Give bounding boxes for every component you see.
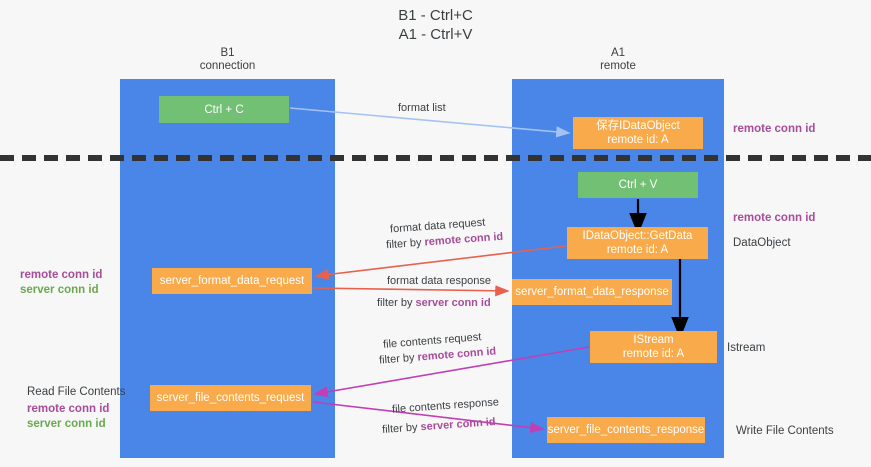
annotation-left-remote-conn-id-2: remote conn id <box>27 403 110 415</box>
filter-prefix: filter by <box>378 351 419 367</box>
diagram-title: B1 - Ctrl+C A1 - Ctrl+V <box>398 7 473 43</box>
node-idataobject-getdata-label: IDataObject::GetData <box>582 230 693 242</box>
node-server-file-contents-response-label: server_file_contents_response <box>547 424 705 436</box>
filter-key-server-conn-id: server conn id <box>415 297 491 309</box>
node-idataobject-getdata[interactable]: IDataObject::GetData remote id: A <box>567 227 708 259</box>
node-server-file-contents-response[interactable]: server_file_contents_response <box>547 417 705 443</box>
phase-divider <box>0 155 871 161</box>
annotation-istream: Istream <box>727 342 766 354</box>
node-save-idataobject-sublabel: remote id: A <box>607 134 669 146</box>
node-ctrl-c[interactable]: Ctrl + C <box>159 96 289 123</box>
node-istream[interactable]: IStream remote id: A <box>590 331 717 363</box>
annotation-left-conn-ids-file: remote conn id server conn id <box>27 402 109 432</box>
node-istream-sublabel: remote id: A <box>622 348 685 360</box>
node-save-idataobject[interactable]: 保存IDataObject remote id: A <box>573 117 703 149</box>
edge-label-format-data-response-filter: filter by server conn id <box>377 296 491 311</box>
node-server-format-data-request-label: server_format_data_request <box>159 275 305 287</box>
node-server-format-data-request[interactable]: server_format_data_request <box>152 268 312 294</box>
annotation-remote-conn-id-top: remote conn id <box>733 123 816 135</box>
edge-label-format-data-response: format data response <box>387 275 491 287</box>
edge-label-file-contents-response: file contents response <box>391 396 500 416</box>
node-ctrl-v[interactable]: Ctrl + V <box>578 172 698 198</box>
annotation-read-file-contents: Read File Contents <box>27 386 126 398</box>
node-server-format-data-response-label: server_format_data_response <box>515 286 669 298</box>
filter-key-server-conn-id: server conn id <box>420 416 496 434</box>
filter-prefix: filter by <box>377 297 416 309</box>
annotation-left-conn-ids-format: remote conn id server conn id <box>20 268 102 298</box>
filter-prefix: filter by <box>385 236 425 252</box>
node-server-file-contents-request-label: server_file_contents_request <box>156 392 305 404</box>
filter-prefix: filter by <box>381 421 421 436</box>
node-ctrl-c-label: Ctrl + C <box>204 103 244 116</box>
node-server-format-data-response[interactable]: server_format_data_response <box>512 279 672 305</box>
edge-label-file-contents-response-filter: filter by server conn id <box>382 415 496 438</box>
annotation-left-remote-conn-id-1: remote conn id <box>20 269 103 281</box>
annotation-left-server-conn-id-1: server conn id <box>20 284 99 296</box>
node-server-file-contents-request[interactable]: server_file_contents_request <box>150 385 311 411</box>
edge-label-format-list: format list <box>398 102 446 114</box>
annotation-remote-conn-id-mid: remote conn id <box>733 212 816 224</box>
annotation-left-server-conn-id-2: server conn id <box>27 418 106 430</box>
node-idataobject-getdata-sublabel: remote id: A <box>606 244 669 256</box>
node-ctrl-v-label: Ctrl + V <box>618 179 658 191</box>
annotation-write-file-contents: Write File Contents <box>736 425 834 437</box>
column-header-b1: B1 connection <box>199 47 256 72</box>
annotation-dataobject: DataObject <box>733 237 791 249</box>
node-save-idataobject-label: 保存IDataObject <box>596 120 680 132</box>
column-header-a1: A1 remote <box>600 47 636 72</box>
node-istream-label: IStream <box>633 334 674 346</box>
